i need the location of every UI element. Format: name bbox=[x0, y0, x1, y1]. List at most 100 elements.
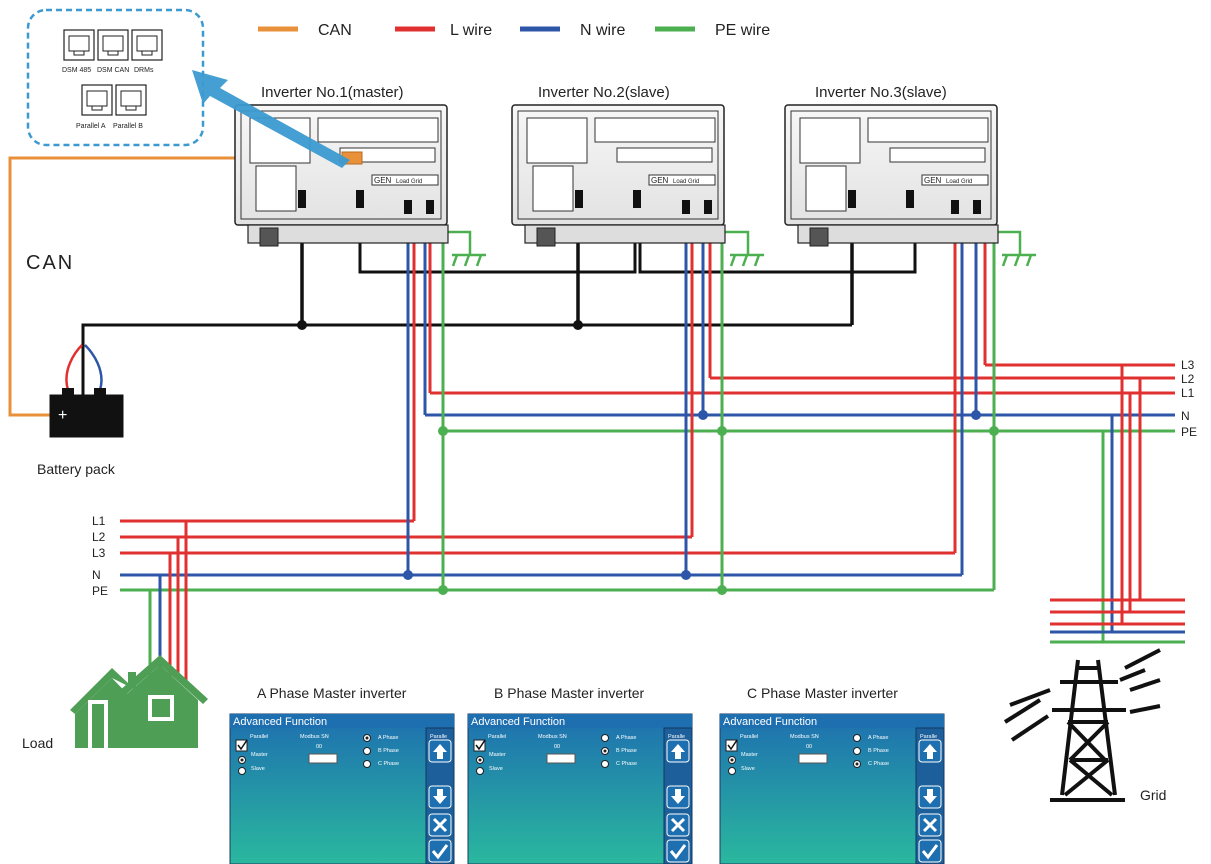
panel-b-phase-c-radio[interactable] bbox=[601, 760, 609, 768]
panel-c-phase-c-label: C Phase bbox=[868, 761, 889, 767]
port-label-parallel-b: Parallel B bbox=[113, 123, 143, 130]
panel-b-parallel-checkbox[interactable] bbox=[473, 739, 486, 752]
load-label-l1: L1 bbox=[92, 514, 106, 528]
panel-c-modbus-input[interactable] bbox=[798, 753, 828, 764]
arrow-down-icon bbox=[671, 789, 685, 804]
inverter-1-title: Inverter No.1(master) bbox=[261, 84, 404, 101]
panel-a-down-button[interactable] bbox=[428, 785, 452, 809]
close-icon bbox=[922, 817, 938, 833]
panel-c-parallel-checkbox[interactable] bbox=[725, 739, 738, 752]
panel-a-parallel-checkbox[interactable] bbox=[235, 739, 248, 752]
rj45-port-parallel-a bbox=[81, 84, 113, 116]
load-label-n: N bbox=[92, 568, 101, 582]
panel-b-down-button[interactable] bbox=[666, 785, 690, 809]
rj45-port-drms bbox=[131, 29, 163, 61]
panel-b-slave-label: Slave bbox=[489, 766, 503, 772]
ground-symbol-2 bbox=[722, 230, 764, 267]
grid-label-n: N bbox=[1181, 409, 1190, 423]
panel-b-slave-radio[interactable] bbox=[476, 767, 484, 775]
load-label-pe: PE bbox=[92, 584, 108, 598]
battery-plus-symbol: + bbox=[58, 407, 67, 424]
panel-a-phase-c-label: C Phase bbox=[378, 761, 399, 767]
legend-can: CAN bbox=[258, 22, 352, 39]
panel-a-phase-b-radio[interactable] bbox=[363, 747, 371, 755]
battery-pack: + bbox=[49, 388, 124, 438]
panel-c-down-button[interactable] bbox=[918, 785, 942, 809]
panel-b-cancel-button[interactable] bbox=[666, 813, 690, 837]
inverter-2: GEN Load Grid bbox=[511, 104, 726, 247]
panel-c-title: Advanced Function bbox=[723, 716, 817, 728]
port-callout: DSM 485 DSM CAN DRMs Parallel A Parallel… bbox=[26, 8, 205, 147]
grid-label-l2: L2 bbox=[1181, 372, 1195, 386]
panel-b-phase-a-label: A Phase bbox=[616, 735, 637, 741]
battery-negative-lead bbox=[84, 344, 103, 391]
ground-symbol-3 bbox=[994, 230, 1036, 267]
panel-b-modbus-input[interactable] bbox=[546, 753, 576, 764]
battery-positive-lead bbox=[65, 344, 83, 391]
battery-dc-bus bbox=[81, 323, 852, 400]
inverter-3-gen-label: GEN bbox=[924, 176, 942, 185]
rj45-port-parallel-b bbox=[115, 84, 147, 116]
inverter-1-loadgrid-label: Load Grid bbox=[396, 179, 422, 185]
port-label-drms: DRMs bbox=[134, 67, 154, 74]
panel-c-caption: C Phase Master inverter bbox=[747, 685, 898, 701]
panel-a-modbus-input[interactable] bbox=[308, 753, 338, 764]
settings-panel-c: C Phase Master inverter Advanced Functio… bbox=[719, 685, 945, 864]
legend-n-wire-label: N wire bbox=[580, 22, 625, 39]
inverter-2-gen-label: GEN bbox=[651, 176, 669, 185]
panel-b-confirm-button[interactable] bbox=[666, 839, 690, 863]
panel-c-slave-radio[interactable] bbox=[728, 767, 736, 775]
port-label-dsm485: DSM 485 bbox=[62, 67, 91, 74]
can-label: CAN bbox=[26, 252, 74, 274]
panel-a-phase-c-radio[interactable] bbox=[363, 760, 371, 768]
panel-a-master-label: Master bbox=[251, 752, 268, 758]
panel-a-side-label: Paralle bbox=[430, 734, 447, 740]
panel-a-modbus-header: Modbus SN bbox=[300, 734, 329, 740]
panel-b-side-label: Paralle bbox=[668, 734, 685, 740]
panel-a-confirm-button[interactable] bbox=[428, 839, 452, 863]
panel-c-cancel-button[interactable] bbox=[918, 813, 942, 837]
legend-n-wire: N wire bbox=[520, 22, 625, 39]
panel-a-phase-b-label: B Phase bbox=[378, 748, 399, 754]
settings-panel-a: A Phase Master inverter Advanced Functio… bbox=[229, 685, 455, 864]
check-icon bbox=[431, 844, 449, 860]
panel-c-phase-b-radio[interactable] bbox=[853, 747, 861, 755]
panel-c-slave-label: Slave bbox=[741, 766, 755, 772]
house-icon bbox=[70, 655, 208, 748]
check-icon bbox=[669, 844, 687, 860]
panel-b-phase-a-radio[interactable] bbox=[601, 734, 609, 742]
parallel-link-2-3 bbox=[638, 240, 917, 274]
legend-pe-wire-label: PE wire bbox=[715, 22, 770, 39]
panel-c-phase-a-radio[interactable] bbox=[853, 734, 861, 742]
arrow-up-icon bbox=[433, 744, 447, 759]
legend-can-label: CAN bbox=[318, 22, 352, 39]
port-label-parallel-a: Parallel A bbox=[76, 123, 106, 130]
panel-c-confirm-button[interactable] bbox=[918, 839, 942, 863]
panel-a-cancel-button[interactable] bbox=[428, 813, 452, 837]
inverter-3: GEN Load Grid bbox=[784, 104, 999, 247]
panel-c-parallel-header: Parallel bbox=[740, 734, 758, 740]
battery-label: Battery pack bbox=[37, 461, 116, 477]
panel-a-caption: A Phase Master inverter bbox=[257, 685, 407, 701]
panel-c-phase-a-label: A Phase bbox=[868, 735, 889, 741]
panel-a-slave-radio[interactable] bbox=[238, 767, 246, 775]
panel-b-modbus-value: 00 bbox=[554, 744, 560, 750]
panel-b-phase-c-label: C Phase bbox=[616, 761, 637, 767]
panel-c-up-button[interactable] bbox=[918, 739, 942, 763]
settings-panel-b: B Phase Master inverter Advanced Functio… bbox=[467, 685, 693, 864]
panel-a-up-button[interactable] bbox=[428, 739, 452, 763]
panel-b-title: Advanced Function bbox=[471, 716, 565, 728]
rj45-port-dsm485 bbox=[63, 29, 95, 61]
callout-arrow bbox=[192, 70, 350, 168]
panel-b-up-button[interactable] bbox=[666, 739, 690, 763]
panel-c-phase-b-label: B Phase bbox=[868, 748, 889, 754]
panel-a-slave-label: Slave bbox=[251, 766, 265, 772]
close-icon bbox=[670, 817, 686, 833]
legend: CAN L wire N wire PE wire bbox=[258, 22, 770, 39]
grid-label: Grid bbox=[1140, 787, 1166, 803]
panel-b-caption: B Phase Master inverter bbox=[494, 685, 645, 701]
arrow-down-icon bbox=[433, 789, 447, 804]
legend-pe-wire: PE wire bbox=[655, 22, 770, 39]
close-icon bbox=[432, 817, 448, 833]
